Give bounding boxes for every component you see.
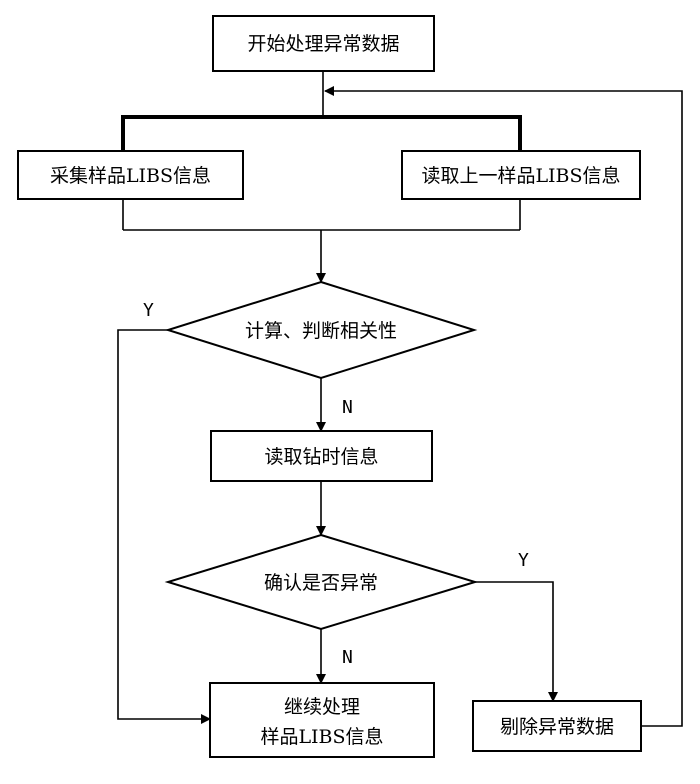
read-drill-node-label: 读取钻时信息 bbox=[264, 446, 378, 468]
compute-decision: 计算、判断相关性 bbox=[164, 280, 478, 380]
edge-remove-loopback bbox=[324, 86, 683, 727]
remove-node-label: 剔除异常数据 bbox=[500, 716, 614, 738]
confirm-decision: 确认是否异常 bbox=[164, 533, 479, 631]
edge-compute-yes bbox=[117, 329, 211, 724]
compute-decision-label: 计算、判断相关性 bbox=[245, 320, 397, 342]
compute-yes-label: Y bbox=[143, 300, 154, 321]
continue-node: 继续处理 样品LIBS信息 bbox=[209, 682, 435, 758]
read-prev-node: 读取上一样品LIBS信息 bbox=[401, 150, 641, 200]
edge-confirm-yes bbox=[475, 581, 558, 702]
start-node-label: 开始处理异常数据 bbox=[247, 33, 399, 55]
remove-node: 剔除异常数据 bbox=[472, 700, 642, 752]
collect-node-label: 采集样品LIBS信息 bbox=[50, 165, 211, 187]
collect-node: 采集样品LIBS信息 bbox=[17, 150, 244, 200]
continue-node-label-line2: 样品LIBS信息 bbox=[260, 726, 383, 748]
start-node: 开始处理异常数据 bbox=[212, 15, 435, 72]
continue-node-label-line1: 继续处理 bbox=[284, 696, 360, 718]
compute-no-label: N bbox=[342, 397, 353, 418]
read-drill-node: 读取钻时信息 bbox=[210, 430, 433, 482]
confirm-yes-label: Y bbox=[518, 550, 529, 571]
read-prev-node-label: 读取上一样品LIBS信息 bbox=[421, 165, 620, 187]
confirm-decision-label: 确认是否异常 bbox=[264, 572, 378, 594]
confirm-no-label: N bbox=[342, 647, 353, 668]
